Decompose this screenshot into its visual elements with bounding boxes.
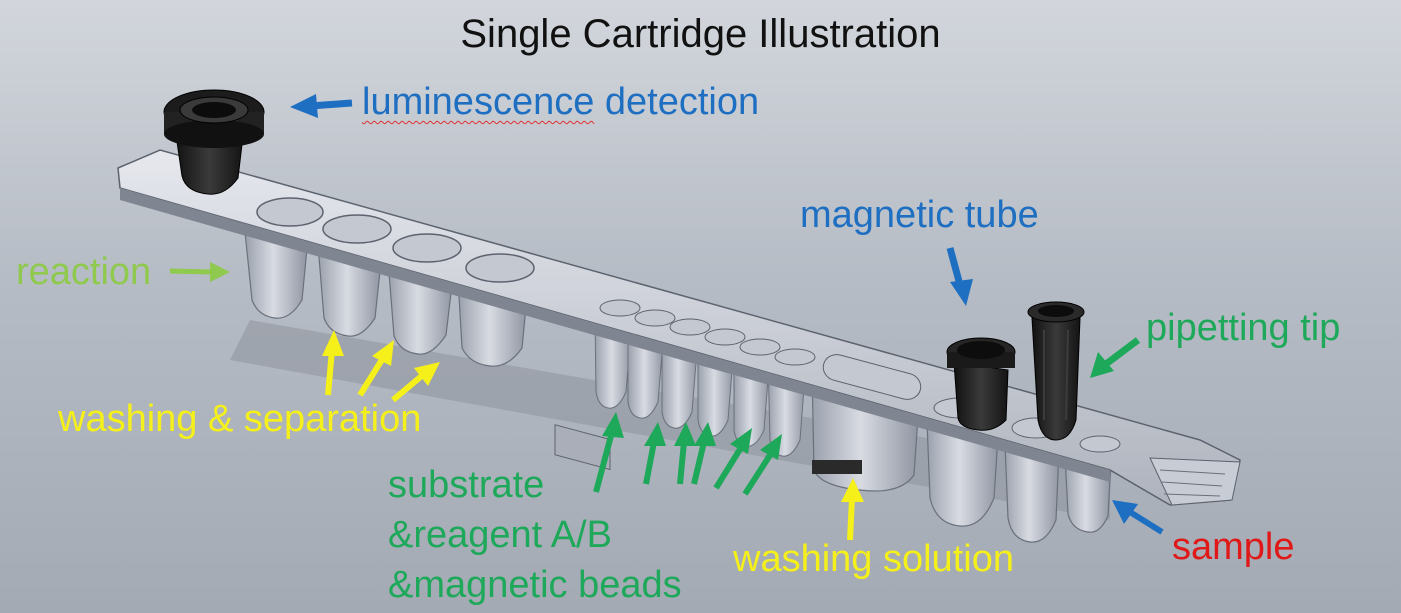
substrate-arrows bbox=[593, 412, 782, 496]
reaction-label: reaction bbox=[16, 251, 152, 293]
washing-solution-arrow bbox=[841, 478, 864, 541]
detection-word: detection bbox=[594, 81, 760, 123]
luminescence-cup bbox=[163, 89, 265, 195]
pipetting-tip-label: pipetting tip bbox=[1146, 307, 1341, 349]
sample-label: sample bbox=[1172, 526, 1295, 568]
luminescence-detection-label: luminescence detection bbox=[362, 83, 759, 121]
washing-separation-label: washing & separation bbox=[58, 398, 422, 440]
magnetic-tube-label: magnetic tube bbox=[800, 194, 1039, 236]
luminescence-arrow bbox=[290, 94, 353, 118]
washing-solution-label: washing solution bbox=[733, 538, 1014, 580]
sample-arrow bbox=[1112, 500, 1164, 535]
diagram-title: Single Cartridge Illustration bbox=[460, 12, 941, 56]
substrate-label: substrate &reagent A/B &magnetic beads bbox=[388, 460, 682, 610]
pipetting-tip bbox=[1027, 301, 1085, 441]
substrate-line-2: &reagent A/B bbox=[388, 514, 612, 556]
washing-separation-arrows bbox=[322, 330, 440, 403]
pipetting-tip-arrow bbox=[1090, 337, 1141, 378]
substrate-line-1: substrate bbox=[388, 464, 545, 506]
substrate-line-3: &magnetic beads bbox=[388, 564, 682, 606]
magnetic-tube bbox=[946, 337, 1016, 431]
reaction-arrow bbox=[169, 262, 230, 282]
well-openings bbox=[256, 197, 1121, 471]
luminescence-word: luminescence bbox=[362, 81, 595, 123]
magnetic-tube-arrow bbox=[946, 247, 973, 306]
